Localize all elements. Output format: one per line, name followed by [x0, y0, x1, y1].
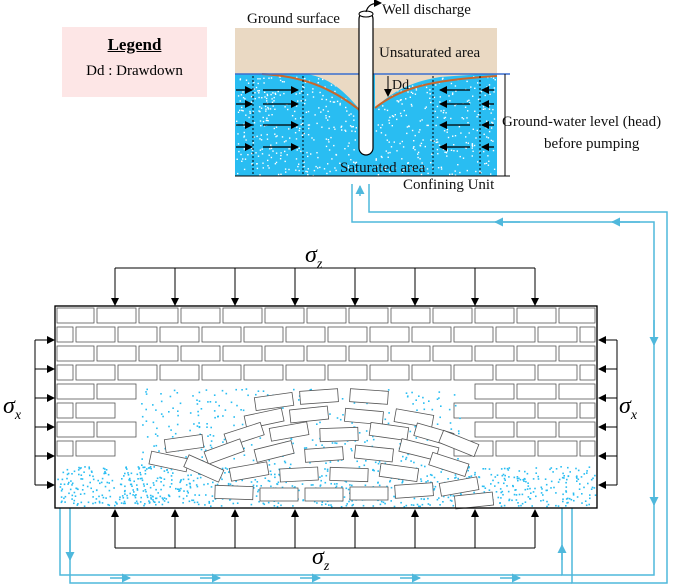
vertical-stress-top — [111, 267, 539, 306]
saturated-area-label: Saturated area — [340, 160, 426, 176]
sigma-z-top-label: σz — [305, 242, 323, 272]
vertical-stress-bottom — [111, 509, 539, 549]
legend-box: Legend Dd : Drawdown — [62, 27, 207, 97]
legend-item-drawdown: Dd : Drawdown — [86, 63, 183, 79]
well-discharge-label: Well discharge — [382, 2, 471, 18]
sigma-x-left-label: σx — [3, 393, 22, 423]
groundwater-flow-pipes — [59, 184, 668, 584]
sigma-x-right-label: σx — [619, 393, 638, 423]
collapsed-zone — [148, 388, 495, 510]
unsaturated-area-label: Unsaturated area — [379, 45, 481, 61]
sigma-z-bottom-label: σz — [312, 544, 330, 574]
soil-layers — [56, 307, 596, 457]
drawdown-curve — [261, 73, 498, 113]
flow-arrows-left — [236, 86, 299, 151]
drawdown-label: Dd — [392, 78, 409, 93]
horizontal-stress-left — [34, 336, 55, 489]
legend-title: Legend — [107, 35, 162, 54]
flow-arrows-right — [439, 86, 494, 151]
gw-level-label-1: Ground-water level (head) — [502, 114, 661, 130]
soil-column — [54, 305, 598, 510]
confining-unit-label: Confining Unit — [403, 177, 495, 193]
saturated-speckle — [236, 76, 496, 177]
well-discharge-arrow — [365, 0, 382, 13]
well-casing — [358, 11, 374, 156]
gw-level-label-2: before pumping — [544, 136, 640, 152]
ground-surface-label: Ground surface — [247, 11, 340, 27]
aquifer-section: Dd Ground surface Well discharge Unsatur… — [235, 0, 661, 193]
horizontal-stress-right — [598, 336, 618, 489]
